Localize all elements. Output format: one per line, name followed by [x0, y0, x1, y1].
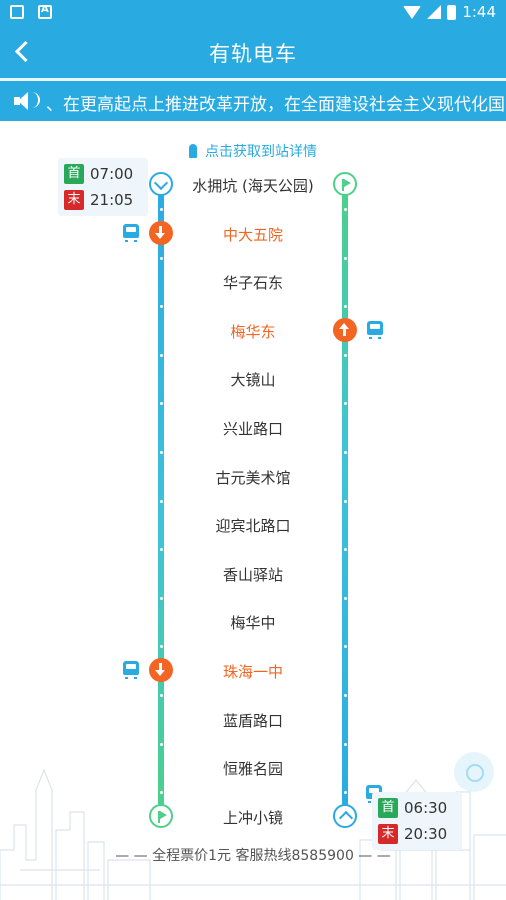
track-dot	[160, 791, 163, 794]
station-label[interactable]: 水拥坑 (海天公园)	[192, 177, 314, 195]
station-label[interactable]: 迎宾北路口	[215, 517, 291, 535]
station-label[interactable]: 恒雅名园	[222, 760, 283, 778]
hint-text: 点击获取到站详情	[205, 144, 317, 160]
track-dot	[344, 597, 347, 600]
left-arrival-down-icon[interactable]	[149, 658, 173, 682]
station-label[interactable]: 华子石东	[222, 274, 283, 292]
dash-right: — —	[353, 848, 391, 864]
gallery-notification-icon	[10, 5, 24, 19]
track-dot	[160, 402, 163, 405]
last-train-time: 21:05	[90, 191, 134, 209]
track-dot	[160, 208, 163, 211]
notice-text: 、在更高起点上推进改革开放，在全面建设社会主义现代化国家新征程中	[46, 95, 506, 115]
signal-icon	[427, 5, 442, 19]
footer-text: 全程票价1元 客服热线8585900	[152, 848, 354, 864]
track-dot	[344, 500, 347, 503]
tram-icon[interactable]	[367, 321, 383, 339]
station-label[interactable]: 蓝盾路口	[222, 712, 283, 730]
right-start-flag-icon[interactable]	[333, 172, 357, 196]
track-dot	[160, 597, 163, 600]
station-label[interactable]: 兴业路口	[222, 420, 283, 438]
track-dot	[344, 354, 347, 357]
battery-icon	[447, 4, 457, 20]
track-dot	[344, 645, 347, 648]
station-label[interactable]: 大镜山	[230, 371, 276, 389]
left-track	[158, 183, 164, 813]
station-detail-hint[interactable]: 点击获取到站详情	[0, 141, 506, 161]
left-end-flag-icon[interactable]	[149, 804, 173, 828]
station-label[interactable]: 上冲小镜	[222, 809, 283, 827]
page-title: 有轨电车	[209, 42, 297, 66]
track-dot	[160, 645, 163, 648]
station-label[interactable]: 古元美术馆	[215, 469, 291, 487]
track-dot	[160, 743, 163, 746]
track-dot	[160, 694, 163, 697]
track-dot	[344, 305, 347, 308]
track-dot	[160, 257, 163, 260]
status-time: 1:44	[462, 3, 496, 21]
left-start-node-icon[interactable]	[149, 172, 173, 196]
wifi-icon	[403, 5, 422, 19]
track-dot	[344, 743, 347, 746]
last-train-tag: 末	[378, 824, 398, 844]
first-train-time: 06:30	[404, 799, 448, 817]
sound-wave-icon	[32, 92, 40, 108]
track-dot	[344, 791, 347, 794]
pin-icon	[189, 144, 197, 158]
app-bar: 有轨电车	[0, 26, 506, 78]
first-train-tag: 首	[378, 798, 398, 818]
track-dot	[160, 354, 163, 357]
status-bar: 1:44	[0, 0, 506, 26]
track-dot	[344, 257, 347, 260]
tram-icon[interactable]	[123, 661, 139, 679]
track-dot	[344, 451, 347, 454]
track-dot	[344, 840, 347, 843]
route-map: 点击获取到站详情 首 07:00 末 21:05 水拥坑 (海天公园) 中大五院华子石…	[0, 121, 506, 900]
speaker-icon	[14, 91, 36, 111]
locate-floating-button[interactable]	[454, 752, 494, 792]
notice-banner[interactable]: 、在更高起点上推进改革开放，在全面建设社会主义现代化国家新征程中	[0, 81, 506, 121]
right-track	[342, 183, 348, 813]
station-label[interactable]: 中大五院	[222, 226, 283, 244]
first-train-tag: 首	[64, 164, 84, 184]
tram-icon[interactable]	[123, 224, 139, 242]
track-dot	[160, 840, 163, 843]
track-dot	[160, 305, 163, 308]
track-dot	[344, 402, 347, 405]
station-label[interactable]: 梅华中	[230, 614, 276, 632]
fare-footer: — — 全程票价1元 客服热线8585900 — —	[0, 845, 506, 865]
first-train-time: 07:00	[90, 165, 134, 183]
station-label[interactable]: 梅华东	[230, 323, 276, 341]
track-dot	[344, 694, 347, 697]
track-dot	[160, 548, 163, 551]
left-timecard: 首 07:00 末 21:05	[58, 158, 148, 216]
divider	[0, 78, 506, 81]
track-dot	[344, 548, 347, 551]
text-notification-icon	[38, 4, 52, 19]
right-timecard: 首 06:30 末 20:30	[372, 792, 462, 850]
left-arrival-down-icon[interactable]	[149, 221, 173, 245]
track-dot	[160, 500, 163, 503]
right-arrival-up-icon[interactable]	[333, 318, 357, 342]
station-label[interactable]: 珠海一中	[222, 663, 283, 681]
right-end-node-icon[interactable]	[333, 804, 357, 828]
dash-left: — —	[115, 848, 153, 864]
track-dot	[160, 451, 163, 454]
last-train-tag: 末	[64, 190, 84, 210]
last-train-time: 20:30	[404, 825, 448, 843]
station-label[interactable]: 香山驿站	[222, 566, 283, 584]
track-dot	[344, 208, 347, 211]
